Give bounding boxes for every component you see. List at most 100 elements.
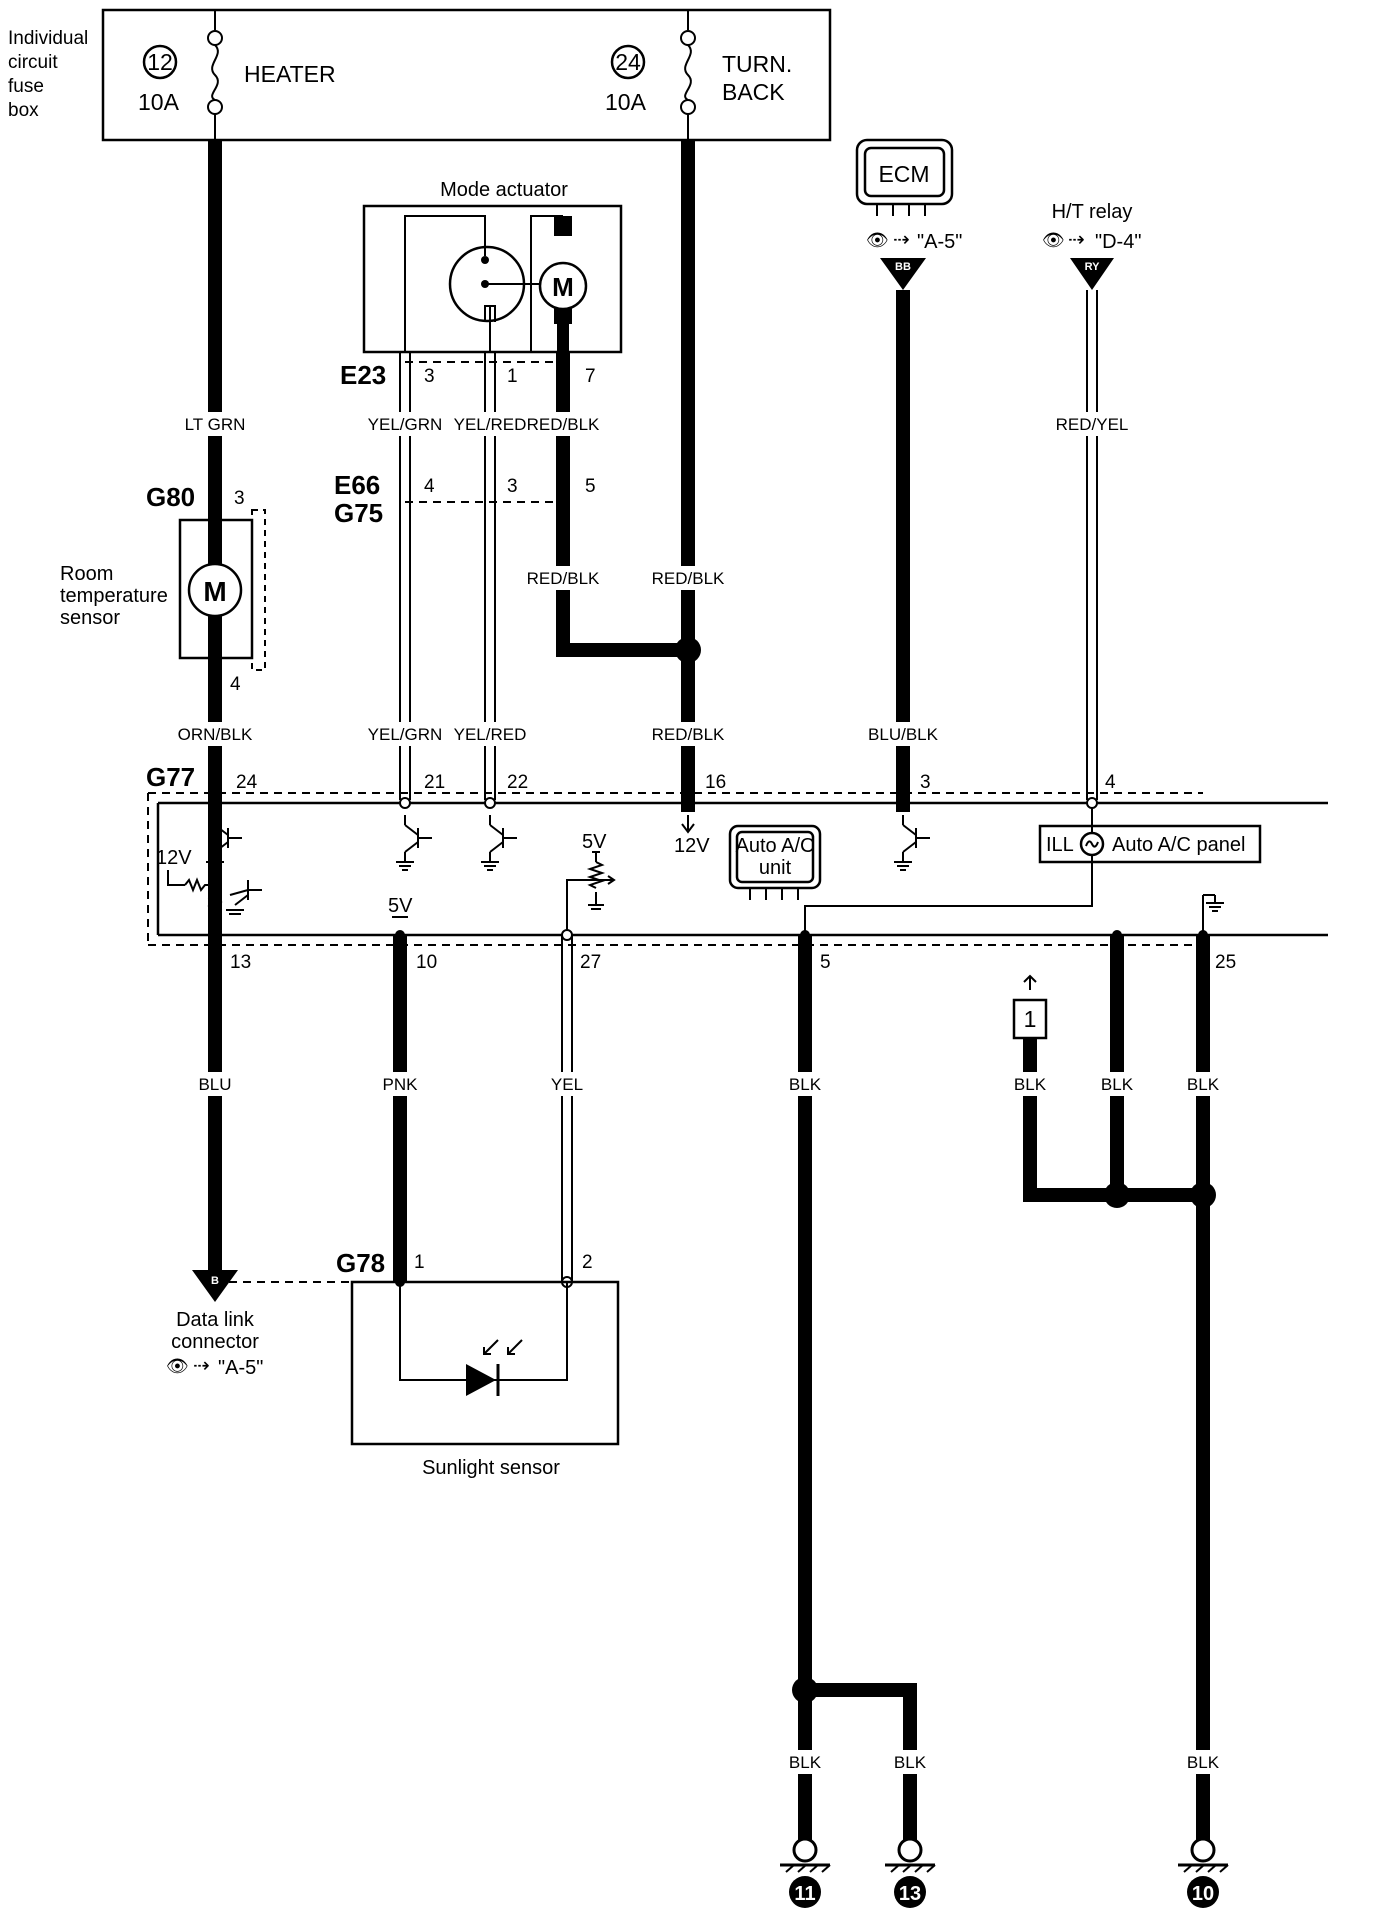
voltage-12v-pin16: 12V xyxy=(674,835,710,857)
auto-ac-panel-label: Auto A/C panel xyxy=(1112,834,1245,856)
connector-dashes xyxy=(215,361,567,1283)
ecm-connector-code: BB xyxy=(895,261,911,273)
pin-e23-3: 3 xyxy=(424,366,435,387)
ht-relay-connector-triangle xyxy=(1070,258,1114,290)
room-sensor-label-3: sensor xyxy=(60,607,120,629)
fuse-number-circle xyxy=(610,44,646,80)
ecm-title: ECM xyxy=(878,161,929,187)
pin-g77-5: 5 xyxy=(820,952,831,973)
sunlight-sensor-outline xyxy=(350,1280,620,1446)
ground-11-number: 11 xyxy=(794,1883,815,1905)
wire-label-blu-blk: BLU/BLK xyxy=(868,725,939,744)
pin-g77-3: 3 xyxy=(920,772,931,793)
fuse-number: 24 xyxy=(615,49,641,75)
pin-g77-24: 24 xyxy=(236,772,258,793)
pin-g77-16: 16 xyxy=(705,772,726,793)
pin-g78-2: 2 xyxy=(582,1252,593,1273)
data-link-connector-code: B xyxy=(211,1275,219,1287)
pin-g77-27: 27 xyxy=(580,952,601,973)
connector-g80: G80 xyxy=(146,482,195,512)
ecm-ref: "A-5" xyxy=(917,231,962,253)
transistor-21 xyxy=(396,815,432,871)
mode-motor-symbol: M xyxy=(552,272,574,302)
connector-labels: E23 3 1 7 E66 G75 4 3 5 G80 3 4 G77 24 2… xyxy=(146,360,1236,1278)
ground-13-number: 13 xyxy=(899,1883,921,1905)
data-link-eye-icon: 👁 xyxy=(166,1356,189,1376)
auto-ac-unit-label-1: Auto A/C xyxy=(736,835,815,857)
ecm-ref-eye-icon: 👁 xyxy=(866,230,889,250)
ht-relay: H/T relay 👁 ⇢ "D-4" RY xyxy=(1042,201,1141,290)
mode-actuator: Mode actuator M xyxy=(362,179,623,354)
mode-actuator-outline xyxy=(362,204,623,354)
wire-label-yel-red-bot: YEL/RED xyxy=(454,725,527,744)
data-link-triangle xyxy=(192,1270,238,1302)
wire-label-red-blk-top: RED/BLK xyxy=(527,415,600,434)
pin-g77-4: 4 xyxy=(1105,772,1116,793)
pin-g77-25: 25 xyxy=(1215,952,1236,973)
wire-labels: LT GRN YEL/GRN YEL/RED RED/BLK RED/YEL R… xyxy=(178,412,1222,1774)
fuse-heater: 12 10A HEATER xyxy=(138,10,336,140)
fuse-number-circle xyxy=(142,44,178,80)
ht-relay-ref: "D-4" xyxy=(1095,231,1141,253)
data-link-arrow-icon: ⇢ xyxy=(193,1355,210,1377)
ground-10-badge xyxy=(1187,1876,1219,1908)
wire-label-red-blk-mid1: RED/BLK xyxy=(527,569,600,588)
voltage-5v-pin10: 5V xyxy=(388,895,413,917)
wire-label-blk-g11: BLK xyxy=(789,1753,822,1772)
connector-g75: G75 xyxy=(334,498,383,528)
room-temperature-sensor: Room temperature sensor M xyxy=(60,509,266,671)
data-link-label-1: Data link xyxy=(176,1309,255,1331)
ground-reference-1: 1 xyxy=(1012,974,1048,1040)
data-link-label-2: connector xyxy=(171,1331,259,1353)
pin-g80-4: 4 xyxy=(230,674,241,695)
pin-g77-13: 13 xyxy=(230,952,251,973)
ground-10: 10 xyxy=(1178,1837,1229,1908)
pin-e66-4: 4 xyxy=(424,476,435,497)
fuse-box-label-1: Individual xyxy=(8,28,88,49)
connector-e66: E66 xyxy=(334,470,380,500)
auto-ac-unit-block: 12V 12V 5V 5V Auto A/C unit xyxy=(147,792,1328,946)
sunlight-sensor: Sunlight sensor xyxy=(350,1280,620,1479)
pin-e66-5: 5 xyxy=(585,476,596,497)
splice-red-blk xyxy=(675,637,701,663)
splice-blk-pin5 xyxy=(792,1677,818,1703)
room-sensor-label-2: temperature xyxy=(60,585,168,607)
ecm-ref-arrow-icon: ⇢ xyxy=(893,229,910,251)
ht-relay-connector-code: RY xyxy=(1085,261,1101,273)
wires xyxy=(208,140,1216,1840)
fuse-number: 12 xyxy=(147,49,173,75)
wire-label-red-yel: RED/YEL xyxy=(1056,415,1129,434)
ht-relay-title: H/T relay xyxy=(1052,201,1133,223)
pin-e23-7: 7 xyxy=(585,366,596,387)
wire-label-red-blk-bot: RED/BLK xyxy=(652,725,725,744)
wire-label-blk-pin25: BLK xyxy=(1187,1075,1220,1094)
sunlight-sensor-label: Sunlight sensor xyxy=(422,1457,560,1479)
wire-label-pnk: PNK xyxy=(383,1075,419,1094)
transistor-22 xyxy=(481,815,517,871)
connector-e23: E23 xyxy=(340,360,386,390)
wire-label-yel-grn-top: YEL/GRN xyxy=(368,415,443,434)
wire-label-blk-g13: BLK xyxy=(894,1753,927,1772)
wire-label-blk-mid: BLK xyxy=(1101,1075,1134,1094)
splice-blk-b xyxy=(1190,1182,1216,1208)
ground-13: 13 xyxy=(885,1837,936,1908)
auto-ac-unit-outline xyxy=(728,824,822,890)
pin-g77-21: 21 xyxy=(424,772,445,793)
ecm: ECM 👁 ⇢ "A-5" BB xyxy=(855,138,962,290)
wire-label-yel-red-top: YEL/RED xyxy=(454,415,527,434)
pin-g80-3: 3 xyxy=(234,488,245,509)
ground-ref-number: 1 xyxy=(1024,1006,1037,1032)
data-link-ref: "A-5" xyxy=(218,1357,263,1379)
wire-mode-red-blk xyxy=(556,352,688,657)
wire-blk-branch xyxy=(805,1683,917,1840)
fuse-turn-back: 24 10A TURN. BACK xyxy=(605,10,792,140)
mode-actuator-title: Mode actuator xyxy=(440,179,568,201)
fuse-box-outline xyxy=(101,8,832,142)
ground-11: 11 xyxy=(780,1837,831,1908)
pin-g77-10: 10 xyxy=(416,952,437,973)
ground-13-badge xyxy=(894,1876,926,1908)
wire-label-blk-pin5: BLK xyxy=(789,1075,822,1094)
room-sensor-label-1: Room xyxy=(60,563,113,585)
connector-g77: G77 xyxy=(146,762,195,792)
